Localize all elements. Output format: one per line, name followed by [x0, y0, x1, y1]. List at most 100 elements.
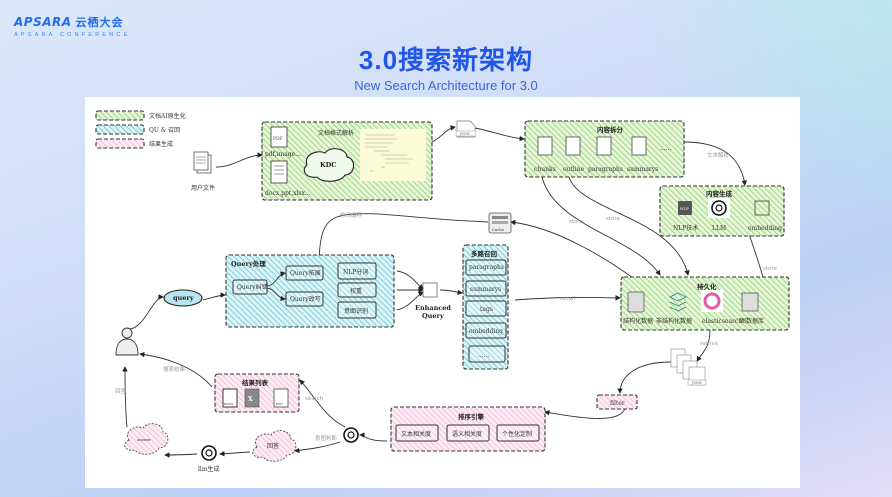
llm-icon-right — [343, 427, 359, 443]
edge-outline-store — [568, 176, 690, 276]
query-node: query — [163, 289, 203, 307]
legend-swatch-green — [95, 110, 145, 121]
query-correct-node — [232, 279, 268, 295]
query-label: query — [173, 294, 194, 302]
persist-graph-db: 图数据库 — [740, 317, 764, 325]
split-item-paragraphs: paragraphs — [588, 136, 623, 173]
recall-tags — [465, 300, 507, 317]
logo-brand: APSARA — [14, 15, 72, 29]
legend-label-qu-recall: QU & 召回 — [149, 127, 180, 134]
docx-icon — [222, 388, 238, 408]
svg-text:X: X — [248, 396, 253, 403]
kdc-cloud-icon — [303, 148, 355, 182]
answer-cloud-left-label: answer — [137, 437, 151, 442]
enhanced-query-node: Enhanced Query — [415, 282, 451, 320]
persist-structured: 结构化数据 — [623, 317, 653, 325]
svg-text:NLP分词: NLP分词 — [343, 268, 368, 276]
svg-text:权重: 权重 — [350, 287, 362, 295]
multi-recall-box: 多路召回 paragraphs summarys tags embedding … — [462, 244, 509, 370]
legend-swatch-cyan — [95, 124, 145, 135]
svg-text:语义相关度: 语义相关度 — [452, 430, 482, 438]
edge-nlp-to-eq — [396, 270, 424, 290]
docx-ppt-label: docx,ppt,xlsx... — [265, 190, 311, 197]
rank-engine-box: 排序引擎 文本相关度 语义相关度 个性化定制 — [390, 406, 546, 452]
edge-llm-to-answer-cloud — [294, 441, 341, 454]
edge-label-retrive: retrive — [700, 341, 719, 347]
logo-subtitle: APSARA CONFERENCE — [14, 32, 131, 38]
filter-node: filter — [596, 394, 638, 410]
edge-parse-to-json — [431, 125, 456, 143]
query-expand-node — [285, 265, 324, 281]
nlp-segment-node — [337, 262, 377, 280]
svg-text:chunks: chunks — [534, 166, 556, 173]
split-item-chunks: chunks — [534, 136, 556, 173]
svg-text:summarys: summarys — [470, 286, 501, 293]
rank-personalized — [496, 424, 540, 442]
answer-cloud-label: 回答 — [267, 442, 279, 450]
content-gen-title: 内容生成 — [706, 189, 733, 198]
edge-rank-to-llm — [359, 432, 388, 442]
content-gen-llm: LLM — [712, 225, 726, 232]
edge-label-store-2: store — [606, 216, 621, 222]
persist-title: 持久化 — [697, 282, 717, 291]
svg-text:个性化定制: 个性化定制 — [502, 430, 532, 438]
svg-text:summarys: summarys — [627, 166, 658, 173]
svg-text:paragraphs: paragraphs — [469, 264, 504, 271]
persist-elasticsearch: elasticsearch — [702, 318, 742, 325]
svg-text:JSON: JSON — [459, 132, 470, 136]
apsara-logo: APSARA 云栖大会 APSARA CONFERENCE — [14, 14, 130, 38]
recall-embedding — [465, 322, 507, 339]
excel-icon — [244, 388, 260, 408]
result-list-box: 结果列表 DOCX X PDF — [214, 373, 300, 413]
content-split-box: 内容拆分 chunks outline paragraphs summarys … — [524, 120, 685, 178]
edge-filter-to-rank — [544, 407, 626, 419]
split-item-more: ...... — [660, 145, 672, 152]
pdf-icon — [273, 388, 289, 408]
edges: 文本解析 store store store 热词缓存 recall retri… — [115, 125, 778, 458]
content-split-title: 内容拆分 — [597, 125, 624, 134]
edge-label-recall: recall — [560, 296, 575, 302]
svg-text:paragraphs: paragraphs — [588, 166, 623, 173]
page-title: 3.0搜索新架构 — [358, 45, 534, 75]
logo-cn: 云栖大会 — [75, 17, 124, 29]
edge-json-to-split — [474, 127, 525, 142]
edge-chunks-store — [541, 176, 661, 276]
user-avatar — [115, 327, 139, 356]
edge-docs-to-filter — [617, 361, 672, 394]
svg-text:PDF: PDF — [273, 136, 283, 142]
rank-text-relevance — [395, 424, 439, 442]
nlp-chip-icon — [678, 201, 692, 215]
edge-llmgen-to-answer — [164, 452, 198, 458]
openai-logo-icon — [711, 200, 727, 216]
llm-gen-label: llm生成 — [198, 465, 220, 473]
user-files-node: 用户文件 — [191, 151, 215, 192]
edge-label-hot-cache: 热词缓存 — [340, 211, 363, 219]
svg-text:文本相关度: 文本相关度 — [401, 430, 431, 438]
edge-intent-to-eq — [396, 291, 424, 311]
user-icon — [121, 327, 133, 339]
page-subtitle: New Search Architecture for 3.0 — [354, 78, 538, 93]
docx-file-icon — [270, 160, 288, 184]
content-gen-nlp: NLP技术 — [673, 224, 698, 232]
edge-recall-to-persist — [514, 295, 621, 301]
edge-llm-search — [299, 379, 346, 428]
rank-semantic-relevance — [446, 424, 490, 442]
weight-node — [337, 282, 377, 298]
pdf-file-icon — [270, 126, 288, 148]
edge-persist-retrive — [696, 329, 711, 362]
llm-gen-node: llm生成 — [198, 445, 220, 473]
result-list-title: 结果列表 — [242, 378, 269, 387]
edge-eq-to-recall — [439, 289, 463, 296]
edge-results-to-user — [139, 351, 213, 388]
svg-text:tags: tags — [480, 306, 493, 313]
edge-label-search: search — [305, 396, 324, 402]
elasticsearch-icon — [703, 292, 721, 310]
svg-text:......: ...... — [478, 352, 490, 359]
query-proc-box: Query处理 Query纠错 Query拓展 Query改写 NLP分词 权重… — [225, 254, 395, 328]
legend-label-doc-ai: 文档AI原生化 — [149, 112, 186, 120]
recall-summarys — [465, 280, 507, 297]
svg-text:PDF: PDF — [276, 402, 283, 406]
document-stack-icon — [537, 136, 553, 156]
query-rewrite-node — [285, 291, 324, 307]
edge-persist-to-cache — [510, 219, 641, 284]
